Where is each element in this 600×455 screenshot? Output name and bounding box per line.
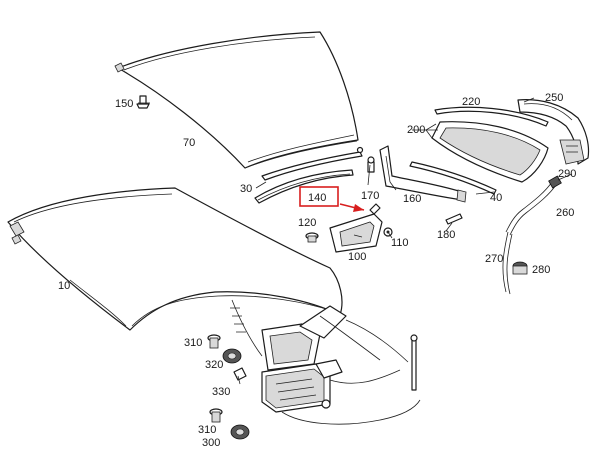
label-part-10: 10 xyxy=(58,280,70,292)
highlight-box xyxy=(299,186,339,207)
pump-unit xyxy=(261,334,421,425)
highlight-140 xyxy=(299,186,365,212)
pin-180 xyxy=(445,213,463,225)
label-part-300: 300 xyxy=(202,437,220,449)
roof-shell-front xyxy=(7,187,343,331)
label-part-200: 200 xyxy=(407,124,425,136)
label-part-110: 110 xyxy=(391,237,409,249)
frame-bracket-160 xyxy=(379,145,467,203)
clip-330 xyxy=(233,367,247,385)
clip-170 xyxy=(367,156,375,173)
trim-strip-220 xyxy=(434,106,549,127)
label-part-330: 330 xyxy=(212,386,230,398)
fastener-150 xyxy=(136,95,150,109)
label-part-170: 170 xyxy=(361,190,379,202)
screw-120 xyxy=(305,232,319,243)
rear-window-200 xyxy=(425,121,549,183)
label-part-100: 100 xyxy=(348,251,366,263)
label-part-260: 260 xyxy=(556,207,574,219)
label-part-220: 220 xyxy=(462,96,480,108)
label-part-160: 160 xyxy=(403,193,421,205)
label-part-280: 280 xyxy=(532,264,550,276)
label-part-310-lower: 310 xyxy=(198,424,216,436)
roof-shell-rear xyxy=(114,31,359,169)
pulley-320 xyxy=(222,348,242,364)
seal-strip-upper xyxy=(261,146,364,181)
label-part-140: 140 xyxy=(308,192,326,204)
weatherstrip-140 xyxy=(254,169,354,204)
bolt-310-upper xyxy=(207,334,221,349)
label-part-150: 150 xyxy=(115,98,133,110)
label-part-250: 250 xyxy=(545,92,563,104)
part-labels: 10 30 40 70 100 110 120 140 150 160 170 … xyxy=(58,92,576,449)
cap-280 xyxy=(512,261,528,275)
label-part-40: 40 xyxy=(490,192,502,204)
trim-strip-40 xyxy=(409,161,497,195)
leader-lines xyxy=(138,97,573,239)
frame-component-250 xyxy=(517,99,590,165)
label-part-180: 180 xyxy=(437,229,455,241)
label-part-270: 270 xyxy=(485,253,503,265)
hinge-bracket-100 xyxy=(329,203,393,253)
label-part-310-upper: 310 xyxy=(184,337,202,349)
label-part-30: 30 xyxy=(240,183,252,195)
mechanism-assembly xyxy=(230,299,409,371)
label-part-120: 120 xyxy=(298,217,316,229)
highlight-arrow-head xyxy=(353,204,364,212)
label-part-320: 320 xyxy=(205,359,223,371)
hose-260 xyxy=(505,175,562,236)
bolt-310-lower xyxy=(209,408,223,423)
pulley-300 xyxy=(230,424,250,440)
label-part-70: 70 xyxy=(183,137,195,149)
label-part-290: 290 xyxy=(558,168,576,180)
tube-270 xyxy=(502,231,513,295)
